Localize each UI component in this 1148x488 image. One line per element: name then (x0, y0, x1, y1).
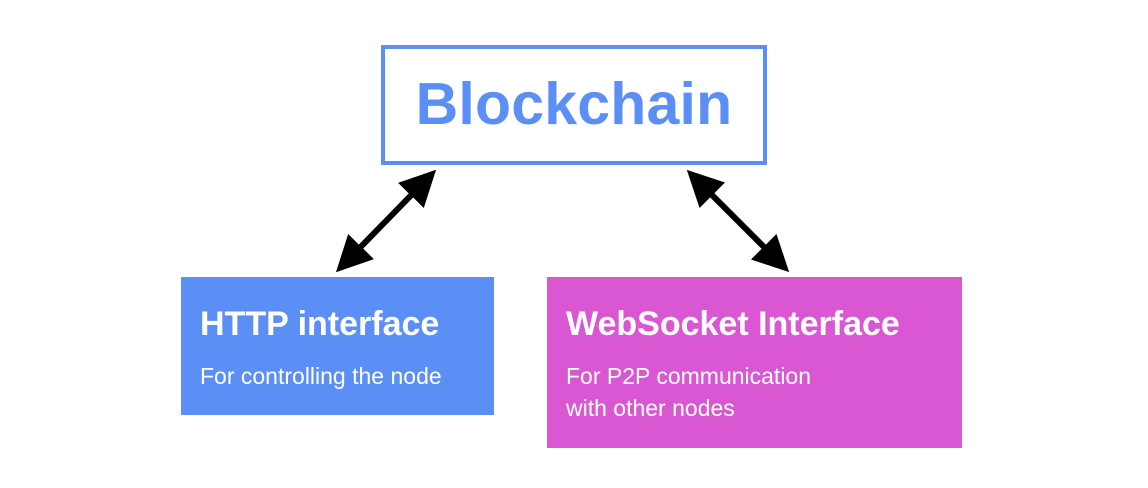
http-interface-subtitle: For controlling the node (200, 363, 442, 389)
blockchain-title: Blockchain (415, 70, 733, 137)
websocket-subtitle-line-1: For P2P communication (566, 363, 812, 389)
double-arrow-right-icon (686, 169, 790, 273)
websocket-interface-box: WebSocket Interface For P2P communicatio… (547, 277, 962, 448)
blockchain-box: Blockchain (381, 45, 767, 165)
websocket-subtitle-line-2: with other nodes (566, 395, 735, 421)
websocket-interface-subtitle: For P2P communication with other nodes (566, 360, 811, 424)
http-interface-title: HTTP interface (200, 305, 440, 343)
double-arrow-left-icon (335, 169, 437, 273)
http-interface-box: HTTP interface For controlling the node (181, 277, 494, 415)
websocket-interface-title: WebSocket Interface (566, 305, 900, 343)
